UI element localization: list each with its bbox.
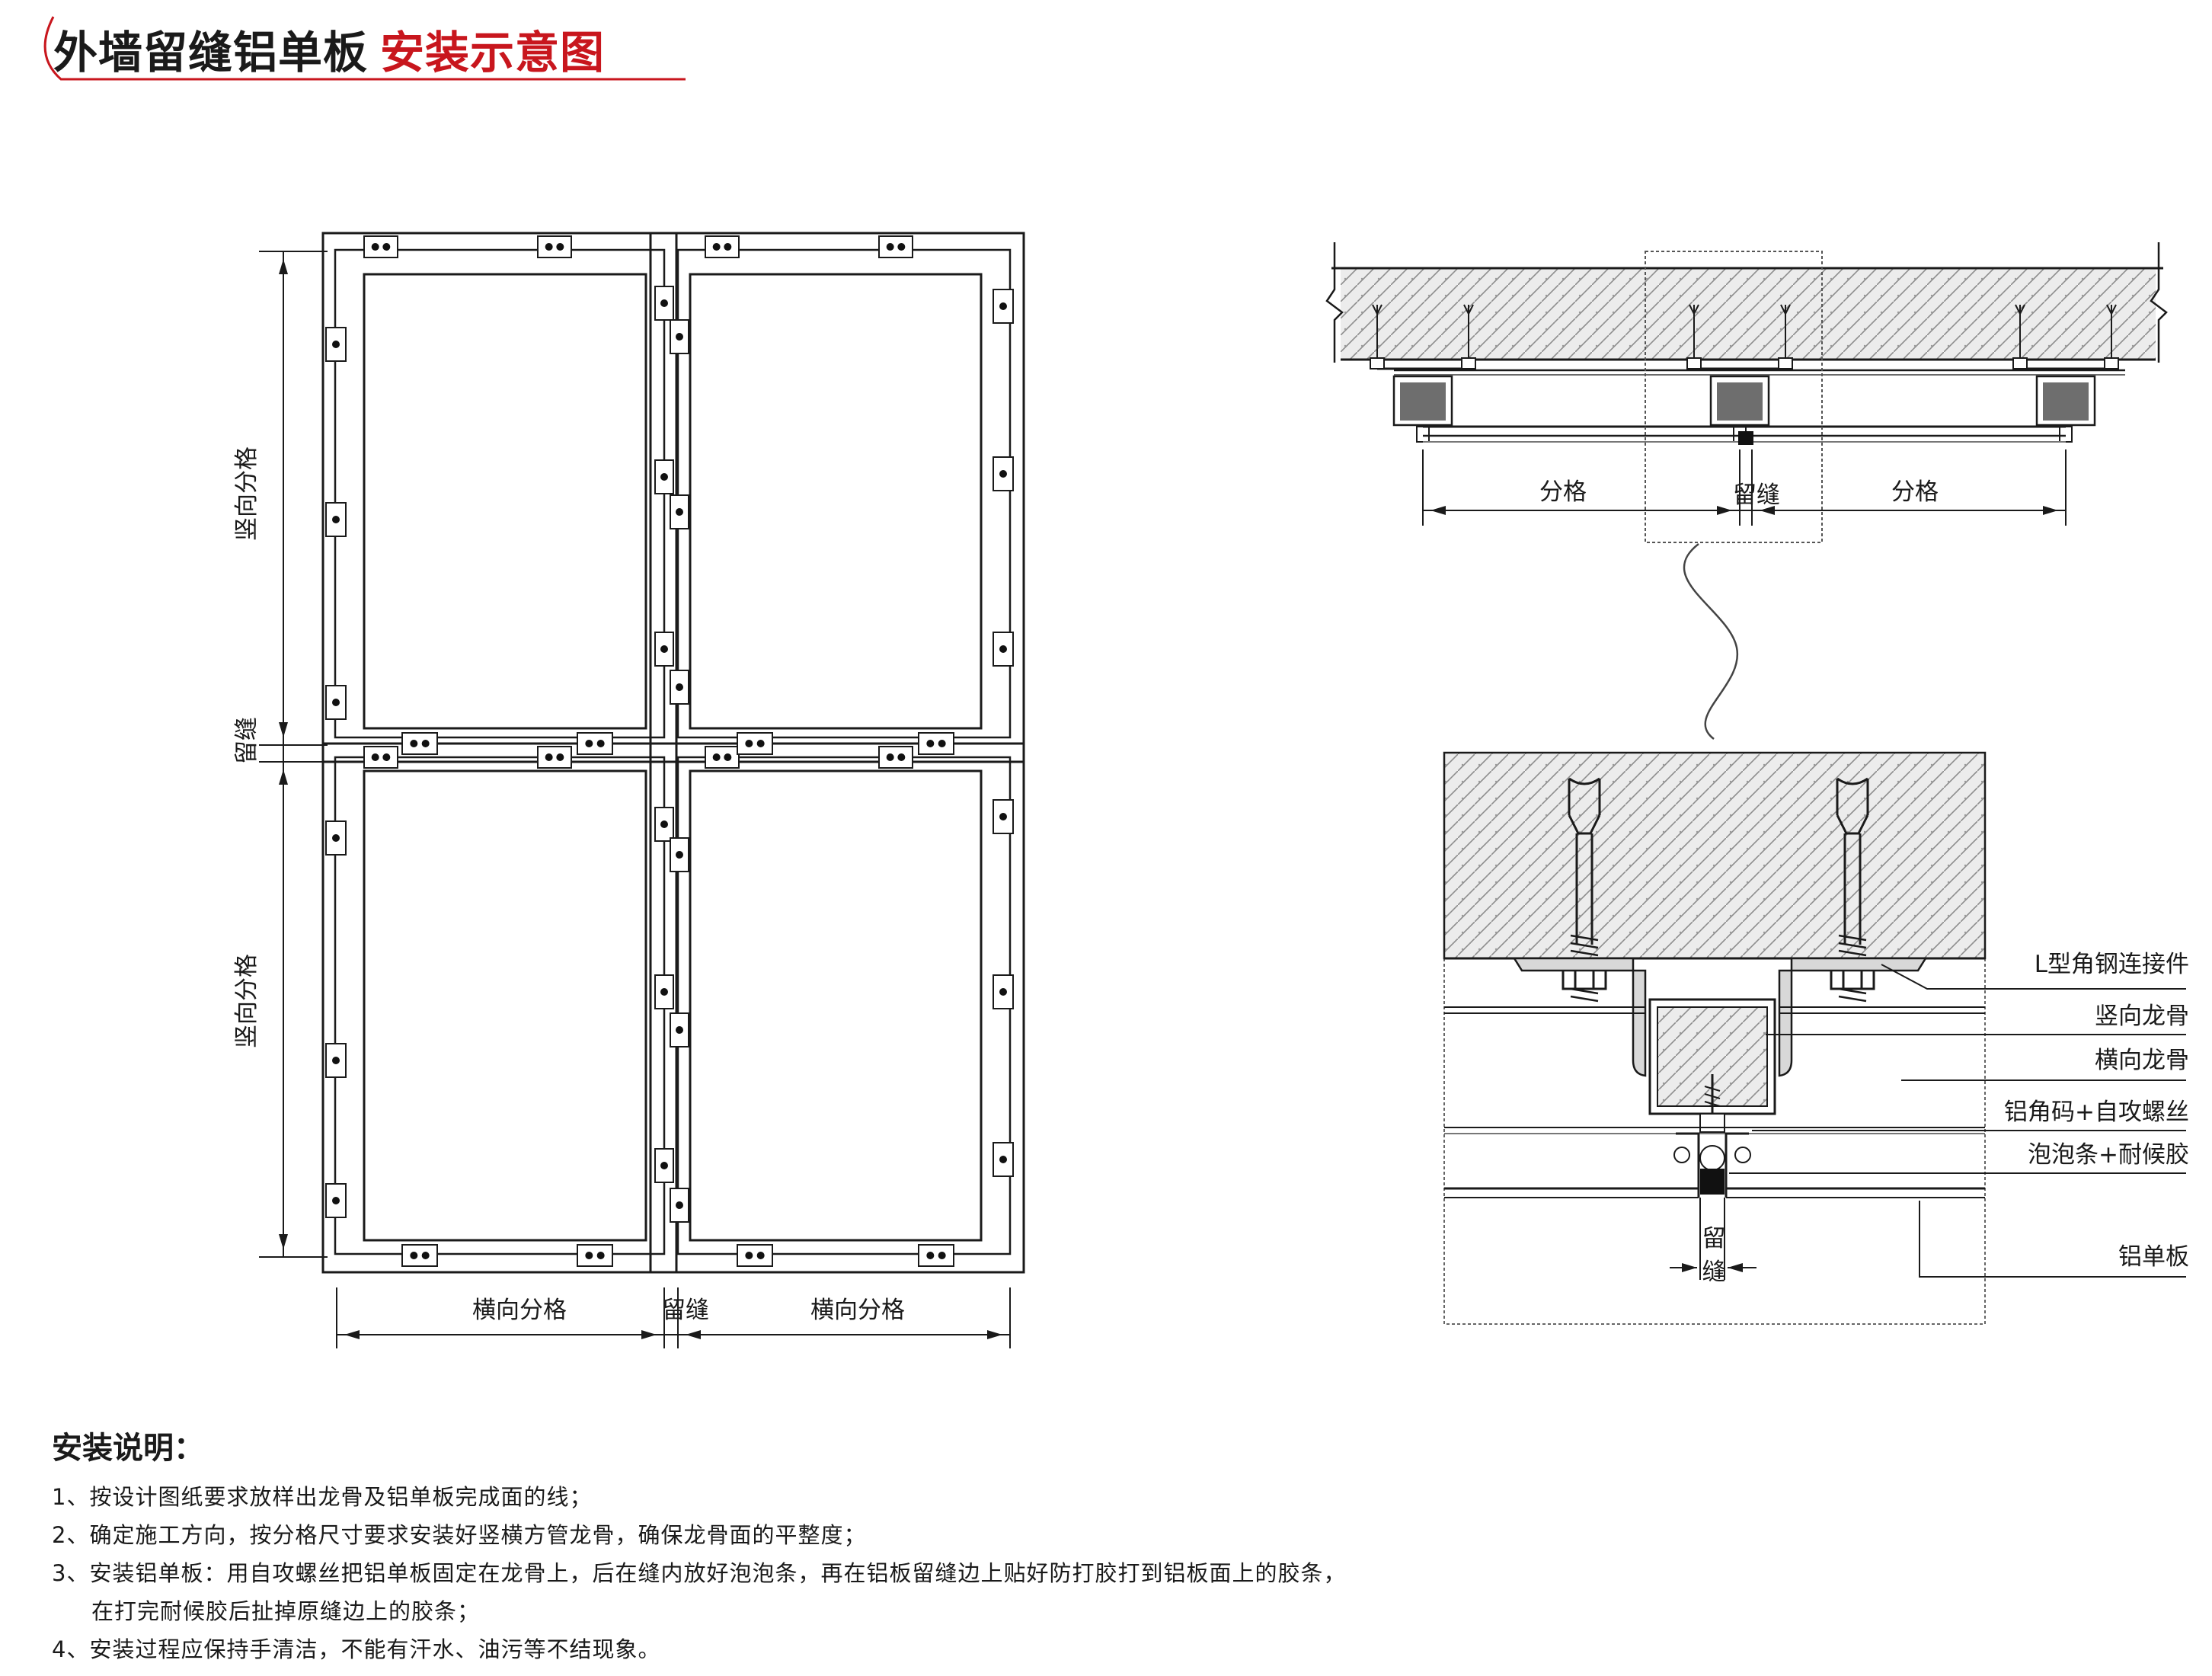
aluminium-clip (670, 319, 689, 354)
aluminium-clip (577, 1244, 613, 1267)
aluminium-clip (737, 732, 773, 755)
aluminium-clip (537, 235, 572, 258)
plan-grid-label-right: 分格 (1891, 478, 1939, 506)
vertical-grid-label-top: 竖向分格 (233, 446, 261, 541)
front-elevation (259, 232, 1025, 1348)
aluminium-clip (325, 502, 347, 537)
installation-notes: 安装说明： 1、按设计图纸要求放样出龙骨及铝单板完成面的线； 2、确定施工方向，… (52, 1423, 1651, 1668)
aluminium-clip (993, 1142, 1014, 1177)
aluminium-clip (654, 286, 674, 321)
note-line-4: 4、安装过程应保持手清洁，不能有汗水、油污等不结现象。 (52, 1636, 661, 1662)
title-main: 外墙留缝铝单板 (53, 27, 369, 78)
page-title: 外墙留缝铝单板安装示意图 (53, 17, 605, 81)
aluminium-clip (993, 974, 1014, 1009)
aluminium-clip (577, 732, 613, 755)
aluminium-clip (670, 1012, 689, 1048)
elevation-outer-frame (321, 232, 1025, 1274)
aluminium-clip (993, 456, 1014, 491)
detail-label-5: 泡泡条+耐候胶 (2028, 1141, 2189, 1169)
note-line-3-continued: 在打完耐候胶后扯掉原缝边上的胶条； (91, 1598, 481, 1624)
plan-keel-post (1686, 304, 1793, 443)
detail-gap-label-top: 留 (1702, 1225, 1726, 1252)
detail-label-6: 铝单板 (2118, 1243, 2189, 1271)
detail-connector (1683, 543, 1739, 740)
aluminium-clip (670, 837, 689, 872)
detail-gap-label-bottom: 缝 (1702, 1259, 1726, 1286)
aluminium-clip (325, 1183, 347, 1218)
aluminium-clip (654, 1148, 674, 1183)
plan-section (1325, 242, 2168, 740)
aluminium-clip (705, 235, 740, 258)
aluminium-clip (654, 807, 674, 842)
notes-heading: 安装说明： (52, 1431, 204, 1466)
title-bar: 外墙留缝铝单板安装示意图 (30, 9, 686, 85)
note-line-1: 1、按设计图纸要求放样出龙骨及铝单板完成面的线； (52, 1484, 593, 1510)
plan-keel-post (1370, 304, 1476, 443)
title-underline (43, 16, 686, 81)
aluminium-clip (737, 1244, 773, 1267)
vertical-grid-label-bottom: 竖向分格 (233, 954, 261, 1048)
aluminium-clip (705, 746, 740, 769)
aluminium-clip (654, 459, 674, 494)
panel-top-right (676, 248, 1012, 739)
weather-sealant (1700, 1169, 1725, 1195)
plan-keel-post (2012, 304, 2119, 443)
plan-wall-slab (1341, 268, 2156, 360)
panel-top-left (334, 248, 666, 739)
aluminium-clip (363, 235, 398, 258)
horizontal-grid-label-left: 横向分格 (472, 1297, 567, 1324)
aluminium-clip (918, 732, 954, 755)
elevation-gap-label-vertical: 留缝 (233, 717, 261, 764)
vertical-dimension (259, 251, 328, 1258)
foam-rod (1699, 1145, 1725, 1171)
aluminium-clip (670, 494, 689, 529)
panel-bottom-right (676, 756, 1012, 1255)
aluminium-clip (401, 732, 438, 755)
panel-bottom-left (334, 756, 666, 1255)
l-angle-left (1512, 957, 1647, 1077)
aluminium-clip (918, 1244, 954, 1267)
title-accent: 安装示意图 (380, 27, 606, 78)
aluminium-clip (654, 632, 674, 667)
detail-label-1: L型角钢连接件 (2035, 951, 2189, 978)
detail-label-3: 横向龙骨 (2095, 1047, 2189, 1074)
aluminium-clip (670, 670, 689, 705)
elevation-gap-label-horizontal: 留缝 (662, 1297, 709, 1324)
aluminium-clip (401, 1244, 438, 1267)
aluminium-clip (993, 799, 1014, 834)
detail-label-2: 竖向龙骨 (2095, 1003, 2189, 1030)
aluminium-clip (878, 235, 913, 258)
aluminium-clip (670, 1188, 689, 1223)
horizontal-grid-label-right: 横向分格 (810, 1297, 905, 1324)
aluminium-clip (325, 820, 347, 856)
detail-label-4: 铝角码+自攻螺丝 (2004, 1099, 2189, 1126)
detail-focus-box (1645, 251, 1823, 543)
aluminium-clip (993, 632, 1014, 667)
aluminium-clip (325, 685, 347, 720)
aluminium-clip (325, 1043, 347, 1078)
horizontal-dimension (336, 1287, 1011, 1348)
note-line-2: 2、确定施工方向，按分格尺寸要求安装好竖横方管龙骨，确保龙骨面的平整度； (52, 1522, 867, 1548)
plan-grid-label-left: 分格 (1539, 478, 1587, 506)
plan-seal-strip (1738, 431, 1753, 445)
aluminium-clip (654, 974, 674, 1009)
detail-concrete-wall (1443, 751, 1987, 960)
plan-gap-label: 留缝 (1733, 481, 1780, 509)
installation-drawing: 竖向分格 竖向分格 留缝 横向分格 留缝 横向分格 分格 留缝 (233, 232, 2189, 1348)
note-line-3: 3、安装铝单板：用自攻螺丝把铝单板固定在龙骨上，后在缝内放好泡泡条，再在铝板留缝… (52, 1560, 1347, 1586)
aluminium-clip (537, 746, 572, 769)
aluminium-clip (878, 746, 913, 769)
aluminium-clip (993, 289, 1014, 324)
aluminium-clip (363, 746, 398, 769)
joint-detail (1443, 751, 2186, 1325)
aluminium-clip (325, 327, 347, 362)
l-angle-right (1778, 957, 1928, 1077)
